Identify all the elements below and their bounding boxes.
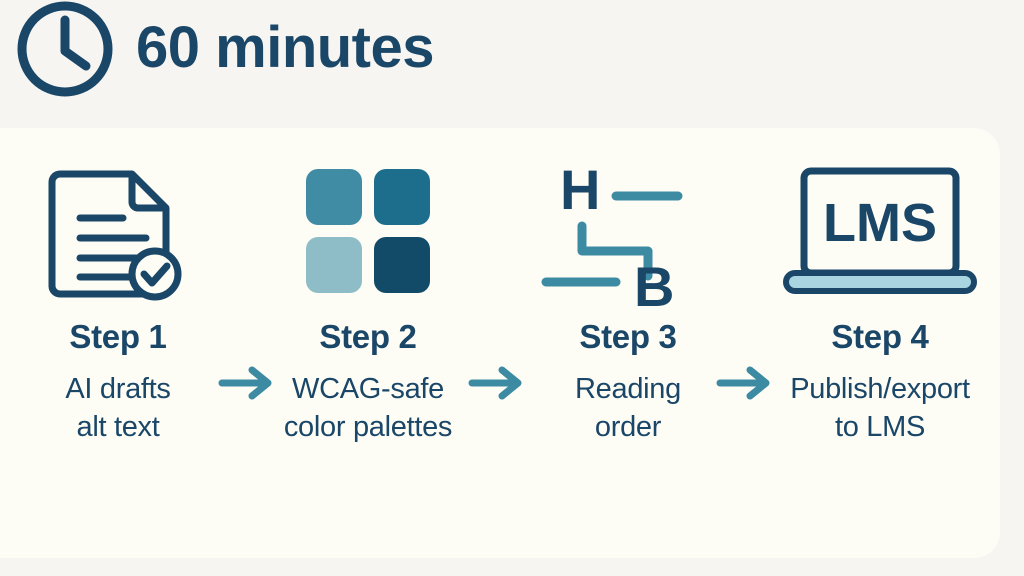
step-1-desc-line-1: AI drafts [65, 373, 171, 405]
step-4-title: Step 4 [831, 318, 929, 355]
color-palette-swatches-icon [306, 169, 430, 293]
clock-icon [17, 1, 113, 97]
swatch-top-left [306, 169, 362, 225]
header-title: 60 minutes [136, 15, 435, 80]
arrow-step3-to-step4-icon [716, 366, 770, 400]
steps-panel: Step 1 AI drafts alt text Step 2 WCAG-sa… [0, 128, 1000, 558]
step-1-desc-line-2: alt text [76, 411, 160, 444]
heading-tag-label: H [560, 158, 600, 221]
step-1-icon-wrap [8, 156, 228, 306]
step-1-description: AI drafts alt text [8, 370, 228, 447]
step-4-description: Publish/export to LMS [770, 370, 990, 447]
step-2-desc-line-1: WCAG-safe [292, 373, 444, 405]
reading-order-icon: H B [541, 158, 683, 309]
step-4-desc-line-2: to LMS [834, 411, 926, 444]
step-3-desc-line-2: order [594, 411, 662, 444]
step-3-desc-line-1: Reading [575, 373, 681, 405]
step-2-icon-wrap [258, 156, 478, 306]
arrow-step2-to-step3-icon [468, 366, 522, 400]
step-item-1: Step 1 AI drafts alt text [8, 156, 228, 447]
step-2-description: WCAG-safe color palettes [258, 370, 478, 447]
arrow-step1-to-step2-icon [218, 366, 272, 400]
document-check-icon [48, 170, 182, 301]
step-3-description: Reading order [518, 370, 738, 447]
step-4-icon-wrap: LMS [770, 156, 990, 306]
step-2-title: Step 2 [319, 318, 417, 355]
step-item-4: LMS Step 4 Publish/export to LMS [770, 156, 990, 447]
laptop-screen-label: LMS [823, 193, 937, 253]
laptop-lms-icon: LMS [783, 167, 977, 294]
swatch-bottom-right [374, 237, 430, 293]
reading-order-connector [577, 221, 653, 280]
step-item-3: H B Step 3 Reading order [518, 156, 738, 447]
step-item-2: Step 2 WCAG-safe color palettes [258, 156, 478, 447]
step-4-desc-line-1: Publish/export [790, 373, 970, 405]
laptop-base [783, 270, 977, 294]
step-3-title: Step 3 [579, 318, 677, 355]
step-2-desc-line-2: color palettes [283, 411, 453, 444]
step-3-icon-wrap: H B [518, 156, 738, 309]
body-tag-label: B [634, 255, 674, 309]
swatch-bottom-left [306, 237, 362, 293]
swatch-top-right [374, 169, 430, 225]
header-band: 60 minutes [0, 0, 1024, 128]
step-1-title: Step 1 [69, 318, 167, 355]
